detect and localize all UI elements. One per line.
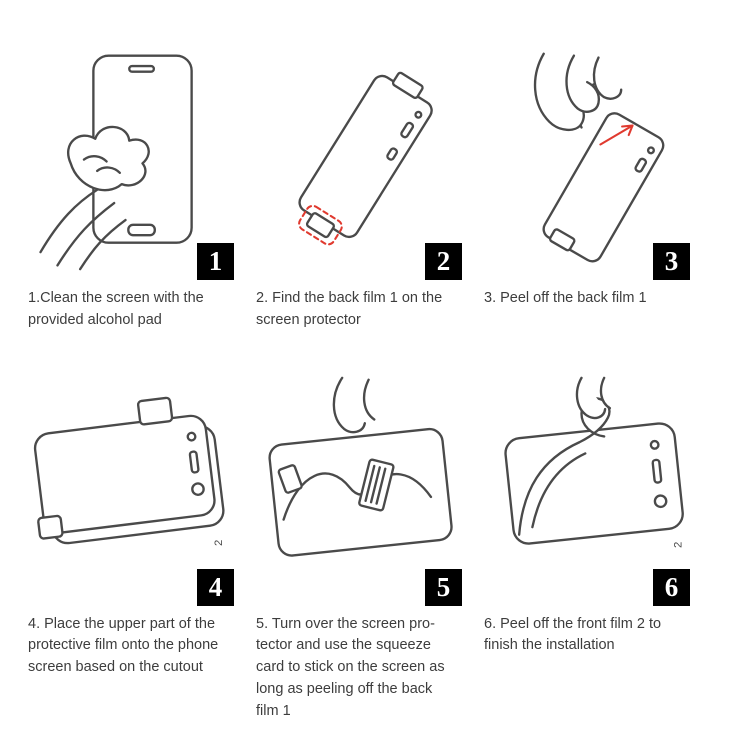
step-6-illustration: 2 6 — [482, 376, 698, 606]
step-2-caption: 2. Find the back film 1 on the screen pr… — [256, 290, 443, 328]
clean-screen-illustration — [39, 54, 193, 271]
finger — [56, 201, 116, 267]
step-4-panel: 2 4 4. Place the upper part of the prote… — [26, 376, 242, 723]
film-tab-2 — [37, 514, 64, 540]
step-1-caption: 1.Clean the screen with the provided alc… — [28, 290, 204, 328]
finger — [599, 376, 612, 409]
film-tab — [548, 228, 576, 252]
alcohol-pad-icon — [67, 125, 150, 192]
home-cutout — [191, 481, 205, 496]
film-tab-2-label: 2 — [673, 541, 685, 547]
finger — [332, 376, 367, 433]
step-number-badge: 2 — [425, 243, 462, 280]
film-tab-2-label: 2 — [213, 539, 225, 545]
finger — [78, 218, 127, 271]
phone-outline — [268, 427, 453, 557]
speaker-cutout — [634, 157, 648, 173]
red-highlight-box — [298, 204, 343, 246]
step-5-illustration: 5 — [254, 376, 470, 606]
pad-wrinkles — [82, 155, 122, 174]
camera-cutout — [414, 110, 423, 119]
phone-home-button — [127, 223, 156, 237]
step-number-badge: 1 — [197, 243, 234, 280]
peel-back-film-illustration — [533, 52, 665, 263]
camera-cutout — [649, 439, 660, 450]
squeeze-card-illustration — [268, 376, 453, 557]
find-back-film-illustration — [298, 71, 433, 246]
steps-grid: 1 1.Clean the screen with the provided a… — [26, 50, 724, 722]
step-6-caption: 6. Peel off the front film 2 to finish t… — [484, 615, 662, 654]
finger — [362, 378, 376, 421]
step-3-panel: 3 3. Peel off the back film 1 — [482, 50, 698, 332]
flipped-film — [282, 471, 433, 521]
camera-cutout — [186, 431, 197, 442]
red-arrow-icon — [599, 124, 634, 146]
speaker-cutout — [400, 121, 415, 139]
speaker-cutout — [188, 449, 200, 474]
step-1-illustration: 1 — [26, 50, 242, 280]
squeeze-card-ridges — [364, 464, 387, 505]
protective-film — [33, 414, 216, 534]
film-tab — [136, 396, 174, 426]
red-arrow-head — [621, 124, 634, 137]
place-film-illustration: 2 — [33, 396, 225, 546]
peel-front-film-illustration: 2 — [504, 376, 685, 547]
film-tab — [391, 71, 424, 99]
finger — [592, 56, 623, 100]
speaker-cutout — [651, 458, 663, 484]
phone-speaker — [128, 64, 156, 73]
camera-cutout — [646, 146, 655, 155]
step-5-caption: 5. Turn over the screen pro-tector and u… — [256, 615, 445, 719]
back-film-tab-1 — [305, 212, 335, 239]
home-cutout — [653, 493, 668, 508]
film-fold-line — [531, 451, 587, 528]
step-3-caption: 3. Peel off the back film 1 — [484, 290, 647, 306]
step-3-illustration: 3 — [482, 50, 698, 280]
film-tab — [277, 463, 303, 494]
step-number-badge: 6 — [653, 568, 690, 606]
step-5-panel: 5 5. Turn over the screen pro-tector and… — [254, 376, 470, 723]
step-6-panel: 2 6 6. Peel off the front film 2 to fini… — [482, 376, 698, 723]
step-4-illustration: 2 4 — [26, 376, 242, 606]
step-number-badge: 5 — [425, 568, 462, 606]
step-2-illustration: 2 — [254, 50, 470, 280]
sensor-cutout — [386, 147, 399, 161]
step-2-panel: 2 2. Find the back film 1 on the screen … — [254, 50, 470, 332]
step-number-badge: 4 — [197, 568, 234, 606]
step-number-badge: 3 — [653, 243, 690, 280]
finger — [39, 188, 99, 254]
finger — [575, 376, 607, 419]
step-4-caption: 4. Place the upper part of the protectiv… — [28, 615, 219, 676]
step-1-panel: 1 1.Clean the screen with the provided a… — [26, 50, 242, 332]
